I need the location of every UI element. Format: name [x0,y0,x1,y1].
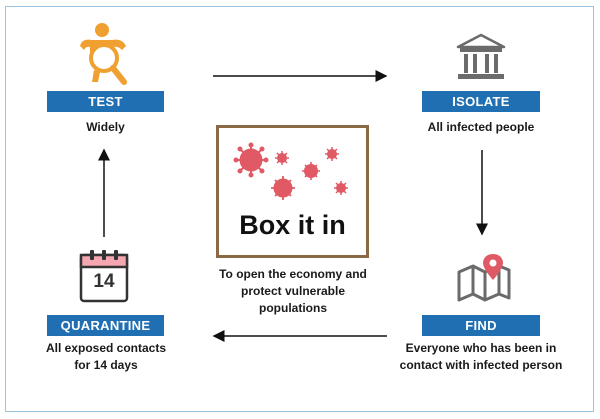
step-caption-test: Widely [86,120,125,134]
center-subtitle-line: To open the economy and [219,267,367,281]
step-label-test: TEST [47,91,164,112]
step-label-find: FIND [422,315,540,336]
center-subtitle-line: protect vulnerable [240,284,346,298]
building-icon [456,33,506,79]
center-title: Box it in [239,210,346,240]
center-box: Box it in [216,125,369,258]
step-label-isolate: ISOLATE [422,91,540,112]
step-caption-quarantine: All exposed contacts for 14 days [40,340,172,374]
calendar-day: 14 [93,271,115,292]
step-caption-quarantine-line: for 14 days [74,358,138,372]
calendar-icon: 14 [79,249,129,303]
step-caption-find-line: contact with infected person [399,358,563,372]
center-subtitle-line: populations [259,301,327,315]
step-caption-find: Everyone who has been in contact with in… [392,340,570,374]
step-label-quarantine: QUARANTINE [47,315,164,336]
virus-particle [275,151,289,165]
step-caption-quarantine-line: All exposed contacts [45,341,167,355]
center-subtitle: To open the economy and protect vulnerab… [210,266,376,317]
virus-particle [334,181,348,195]
virus-particle [325,147,339,161]
magnifier-person-icon [80,23,127,85]
diagram-frame [5,6,594,412]
step-caption-find-line: Everyone who has been in [405,341,557,355]
step-caption-isolate: All infected people [427,120,535,134]
virus-particle [271,176,295,200]
virus-icon [233,142,348,200]
virus-particle [302,162,320,180]
map-pin-icon [457,254,511,302]
virus-particle [233,142,269,178]
